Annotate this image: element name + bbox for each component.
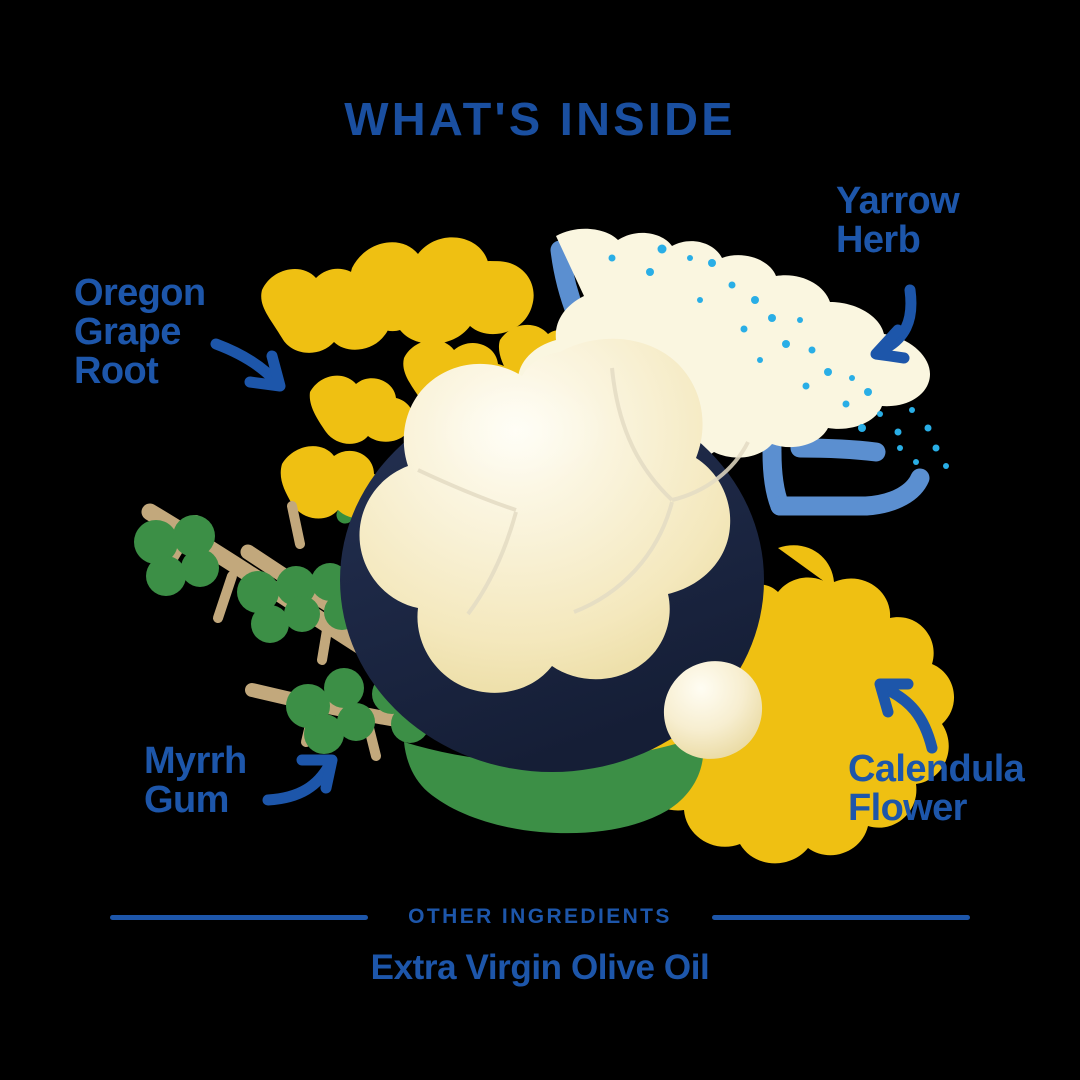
salve-highlight: [424, 374, 616, 486]
callout-line: Grape: [74, 310, 181, 353]
other-ingredients-section: OTHER INGREDIENTS Extra Virgin Olive Oil: [0, 896, 1080, 1006]
callout-line: Gum: [144, 778, 229, 821]
callout-arrows: [210, 284, 938, 806]
bottom-leaf: [404, 736, 704, 834]
callout-myrrh-gum: Myrrh Gum: [144, 742, 354, 820]
callout-oregon-grape-root: Oregon Grape Root: [74, 274, 304, 390]
callout-line: Oregon: [74, 272, 206, 314]
callout-line: Root: [74, 349, 159, 392]
page-title: WHAT'S INSIDE: [344, 93, 736, 145]
callout-line: Myrrh: [144, 740, 247, 782]
callout-line: Flower: [848, 786, 967, 829]
arrow-myrrh-gum: [262, 754, 338, 806]
salve-creases: [417, 367, 750, 616]
salve-drop: [663, 661, 763, 759]
other-ingredients-value: Extra Virgin Olive Oil: [370, 948, 710, 987]
arrow-yarrow-herb: [870, 284, 917, 364]
divider-rule-left: [110, 914, 369, 920]
callout-calendula-flower: Calendula Flower: [848, 750, 1078, 828]
arrow-calendula-flower: [874, 678, 938, 754]
other-ingredients-header: OTHER INGREDIENTS: [0, 896, 1080, 938]
callout-yarrow-herb: Yarrow Herb: [836, 182, 1056, 260]
salve-dollop: [359, 338, 763, 759]
callout-line: Calendula: [848, 748, 1025, 790]
divider-rule-right: [711, 914, 970, 920]
callout-line: Herb: [836, 218, 921, 261]
arrow-oregon-grape-root: [210, 338, 286, 392]
yarrow-dots: [608, 244, 949, 469]
callout-line: Yarrow: [836, 180, 960, 222]
other-ingredients-label: OTHER INGREDIENTS: [408, 905, 672, 928]
